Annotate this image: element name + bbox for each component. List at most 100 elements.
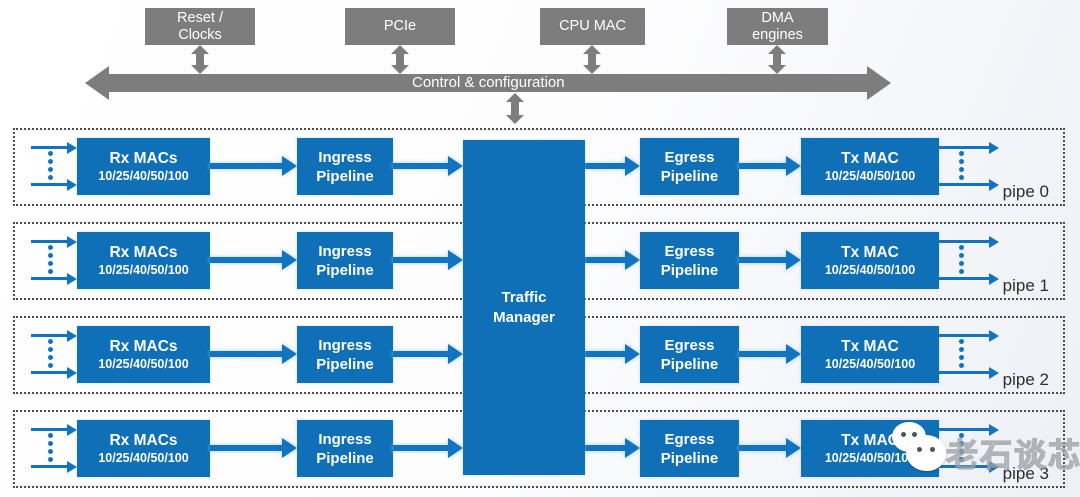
- module-label: DMA: [761, 9, 794, 26]
- pipe-label: pipe 2: [1002, 370, 1049, 389]
- module-label: Clocks: [178, 26, 222, 43]
- flow-arrow-icon: [393, 351, 448, 357]
- flow-arrow-icon: [739, 445, 786, 451]
- bus-arrowhead-right-icon: [867, 66, 891, 100]
- block-title: Egress: [664, 242, 715, 260]
- block-title: Rx MACs: [109, 150, 178, 167]
- port-ellipsis-icon: [48, 151, 53, 180]
- egress-pipeline-block: Egress Pipeline: [640, 326, 739, 383]
- tx-mac-block: Tx MAC 10/25/40/50/100: [801, 326, 939, 383]
- module-cpu-mac: CPU MAC: [540, 8, 645, 45]
- egress-port-arrow-icon: [939, 240, 989, 243]
- egress-pipeline-block: Egress Pipeline: [640, 420, 739, 477]
- pipe-label: pipe 1: [1002, 276, 1049, 295]
- pipe-1-row: Rx MACs 10/25/40/50/100 Ingress Pipeline…: [13, 222, 1065, 300]
- rx-macs-block: Rx MACs 10/25/40/50/100: [77, 232, 210, 289]
- control-config-bus: Control & configuration: [109, 74, 867, 92]
- rx-macs-block: Rx MACs 10/25/40/50/100: [77, 326, 210, 383]
- block-title: Pipeline: [316, 167, 374, 185]
- ingress-port-arrow-icon: [31, 146, 67, 149]
- ingress-port-arrow-icon: [31, 183, 67, 186]
- bidir-arrow-icon: [191, 45, 209, 74]
- block-title: Pipeline: [316, 355, 374, 373]
- port-ellipsis-icon: [48, 339, 53, 368]
- port-ellipsis-icon: [48, 433, 53, 462]
- block-title: Egress: [664, 430, 715, 448]
- block-title: Tx MAC: [841, 244, 899, 261]
- module-label: Reset /: [177, 9, 223, 26]
- block-title: Ingress: [318, 148, 372, 166]
- flow-arrow-icon: [585, 163, 625, 169]
- block-title: Rx MACs: [109, 244, 178, 261]
- port-ellipsis-icon: [959, 339, 964, 368]
- block-speeds: 10/25/40/50/100: [824, 451, 916, 465]
- block-title: Egress: [664, 336, 715, 354]
- block-title: Pipeline: [660, 261, 719, 279]
- bus-label: Control & configuration: [412, 74, 565, 91]
- ingress-pipeline-block: Ingress Pipeline: [297, 420, 393, 477]
- egress-port-arrow-icon: [939, 334, 989, 337]
- block-title: Ingress: [318, 430, 372, 448]
- flow-arrow-icon: [210, 445, 282, 451]
- flow-arrow-icon: [393, 257, 448, 263]
- flow-arrow-icon: [393, 445, 448, 451]
- ingress-pipeline-block: Ingress Pipeline: [297, 326, 393, 383]
- bidir-arrow-icon: [391, 45, 409, 74]
- port-ellipsis-icon: [48, 245, 53, 274]
- block-title: Rx MACs: [109, 338, 178, 355]
- block-speeds: 10/25/40/50/100: [824, 357, 916, 371]
- ingress-port-arrow-icon: [31, 240, 67, 243]
- block-title: Pipeline: [660, 167, 719, 185]
- egress-pipeline-block: Egress Pipeline: [640, 138, 739, 195]
- pipe-label: pipe 3: [1002, 464, 1049, 483]
- ingress-port-arrow-icon: [31, 334, 67, 337]
- block-title: Tx MAC: [841, 338, 899, 355]
- block-speeds: 10/25/40/50/100: [98, 263, 189, 277]
- flow-arrow-icon: [739, 163, 786, 169]
- block-speeds: 10/25/40/50/100: [98, 451, 189, 465]
- flow-arrow-icon: [210, 351, 282, 357]
- block-title: Ingress: [318, 336, 372, 354]
- block-title: Traffic: [501, 288, 547, 306]
- block-speeds: 10/25/40/50/100: [824, 263, 916, 277]
- module-reset-clocks: Reset / Clocks: [145, 8, 255, 45]
- flow-arrow-icon: [210, 163, 282, 169]
- bidir-arrow-icon: [768, 45, 786, 74]
- flow-arrow-icon: [393, 163, 448, 169]
- ingress-port-arrow-icon: [31, 371, 67, 374]
- module-label: CPU MAC: [559, 18, 626, 34]
- block-title: Tx MAC: [841, 150, 899, 167]
- block-title: Pipeline: [316, 261, 374, 279]
- ingress-pipeline-block: Ingress Pipeline: [297, 138, 393, 195]
- tx-mac-block: Tx MAC 10/25/40/50/100: [801, 232, 939, 289]
- egress-port-arrow-icon: [939, 428, 989, 431]
- flow-arrow-icon: [739, 351, 786, 357]
- bidir-arrow-icon: [506, 93, 524, 124]
- pipe-label: pipe 0: [1002, 182, 1049, 201]
- ingress-port-arrow-icon: [31, 277, 67, 280]
- block-title: Ingress: [318, 242, 372, 260]
- egress-port-arrow-icon: [939, 371, 989, 374]
- module-label: engines: [752, 26, 803, 43]
- ingress-port-arrow-icon: [31, 465, 67, 468]
- block-title: Pipeline: [316, 449, 374, 467]
- port-ellipsis-icon: [959, 433, 964, 462]
- egress-port-arrow-icon: [939, 465, 989, 468]
- module-pcie: PCIe: [345, 8, 455, 45]
- port-ellipsis-icon: [959, 151, 964, 180]
- egress-port-arrow-icon: [939, 146, 989, 149]
- traffic-manager-block: Traffic Manager: [463, 140, 585, 475]
- pipe-0-row: Rx MACs 10/25/40/50/100 Ingress Pipeline…: [13, 128, 1065, 206]
- block-title: Tx MAC: [841, 432, 899, 449]
- flow-arrow-icon: [585, 445, 625, 451]
- egress-pipeline-block: Egress Pipeline: [640, 232, 739, 289]
- bus-arrowhead-left-icon: [85, 66, 109, 100]
- block-title: Rx MACs: [109, 432, 178, 449]
- ingress-pipeline-block: Ingress Pipeline: [297, 232, 393, 289]
- flow-arrow-icon: [739, 257, 786, 263]
- block-title: Manager: [493, 308, 555, 326]
- block-speeds: 10/25/40/50/100: [98, 169, 189, 183]
- block-speeds: 10/25/40/50/100: [98, 357, 189, 371]
- egress-port-arrow-icon: [939, 183, 989, 186]
- module-dma-engines: DMA engines: [727, 8, 828, 45]
